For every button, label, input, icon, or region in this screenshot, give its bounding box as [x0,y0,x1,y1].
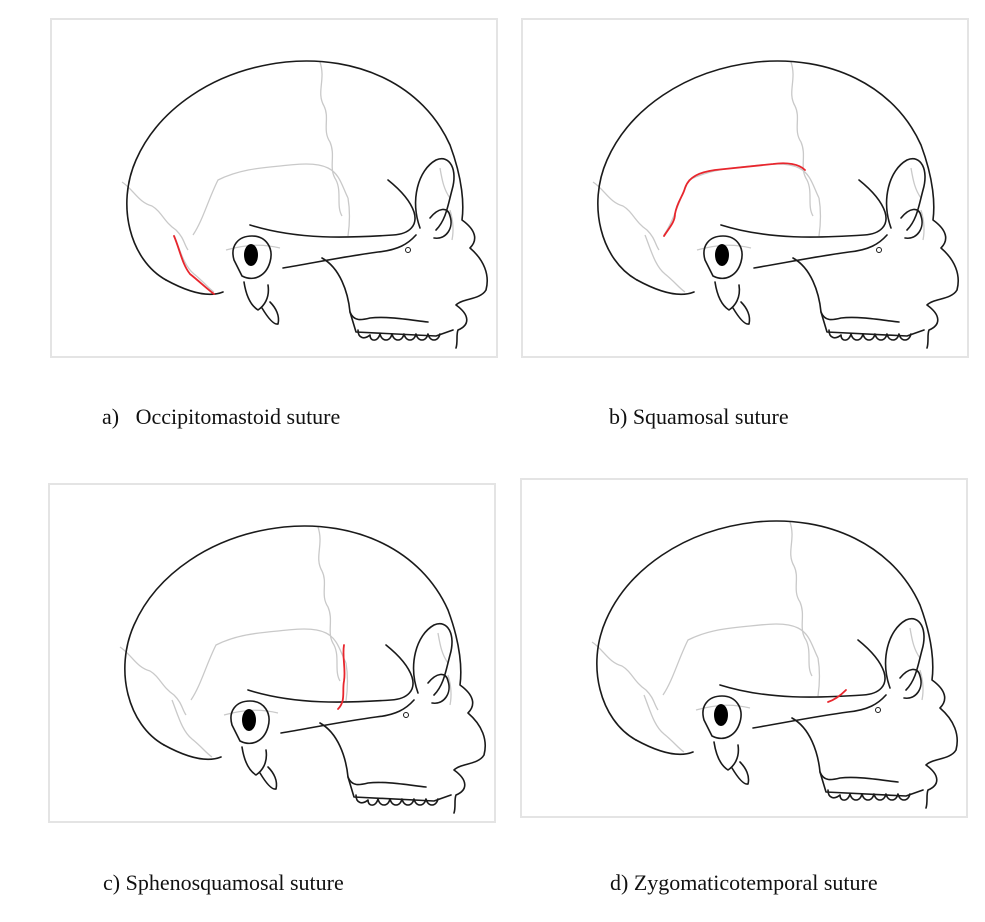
ear-canal [242,709,256,731]
highlighted-suture [664,163,805,236]
suture-line [645,235,685,292]
skull-outline [358,330,440,340]
skull-outline [821,312,924,336]
caption-squamosal: b) Squamosal suture [609,404,789,430]
suture-line [911,168,921,198]
skull-outline [125,526,485,813]
skull-panel-sphenosquamosal [48,483,496,823]
skull-outline [720,640,885,697]
skull-panel-squamosal [521,18,969,358]
suture-line [174,235,214,292]
suture-line [348,198,350,236]
skull-outline [792,718,898,782]
skull-illustration [522,480,970,820]
skull-outline [597,521,957,808]
suture-line [593,182,659,250]
skull-outline [348,777,451,801]
skull-outline [732,762,749,784]
suture-line [644,695,684,752]
skull-outline [714,742,738,770]
suture-line [172,700,212,757]
skull-outline [260,767,277,789]
suture-line [664,164,819,235]
skull-panel-zygomaticotemporal [520,478,968,818]
skull-outline [820,772,923,796]
skull-outline [636,740,693,754]
highlighted-suture [174,236,214,294]
skull-panel-occipitomastoid [50,18,498,358]
suture-line [819,198,821,236]
skull-outline [828,790,910,800]
suture-line [663,624,818,695]
suture-line [122,182,188,250]
suture-line [790,522,812,676]
infraorbital-foramen [876,708,881,713]
suture-line [120,647,186,715]
skull-outline [242,747,266,775]
skull-outline [733,302,750,324]
ear-canal [714,704,728,726]
skull-illustration [50,485,498,825]
skull-outline [322,258,428,322]
suture-line [440,168,450,198]
infraorbital-foramen [404,713,409,718]
caption-sphenosquamosal: c) Sphenosquamosal suture [103,870,344,896]
skull-outline [356,795,438,805]
suture-line [818,658,820,696]
suture-line [193,164,348,235]
suture-line [910,628,920,658]
skull-outline [793,258,899,322]
skull-outline [244,282,268,310]
skull-outline [262,302,279,324]
suture-line [346,663,348,701]
skull-outline [250,180,415,237]
skull-illustration [523,20,971,360]
suture-line [438,633,448,663]
skull-outline [715,282,739,310]
skull-outline [166,280,223,294]
infraorbital-foramen [406,248,411,253]
skull-outline [320,723,426,787]
skull-outline [164,745,221,759]
skull-outline [248,645,413,702]
caption-occipitomastoid: a) Occipitomastoid suture [102,404,340,430]
suture-line [191,629,346,700]
suture-line [791,62,813,216]
skull-outline [283,235,416,268]
suture-line [592,642,658,710]
skull-outline [754,235,887,268]
infraorbital-foramen [877,248,882,253]
caption-zygomaticotemporal: d) Zygomaticotemporal suture [610,870,878,896]
ear-canal [715,244,729,266]
skull-outline [350,312,453,336]
skull-outline [281,700,414,733]
skull-outline [637,280,694,294]
suture-line [318,527,340,681]
skull-outline [829,330,911,340]
suture-line [320,62,342,216]
skull-outline [753,695,886,728]
skull-illustration [52,20,500,360]
skull-outline [127,61,487,348]
skull-outline [598,61,958,348]
ear-canal [244,244,258,266]
skull-outline [721,180,886,237]
